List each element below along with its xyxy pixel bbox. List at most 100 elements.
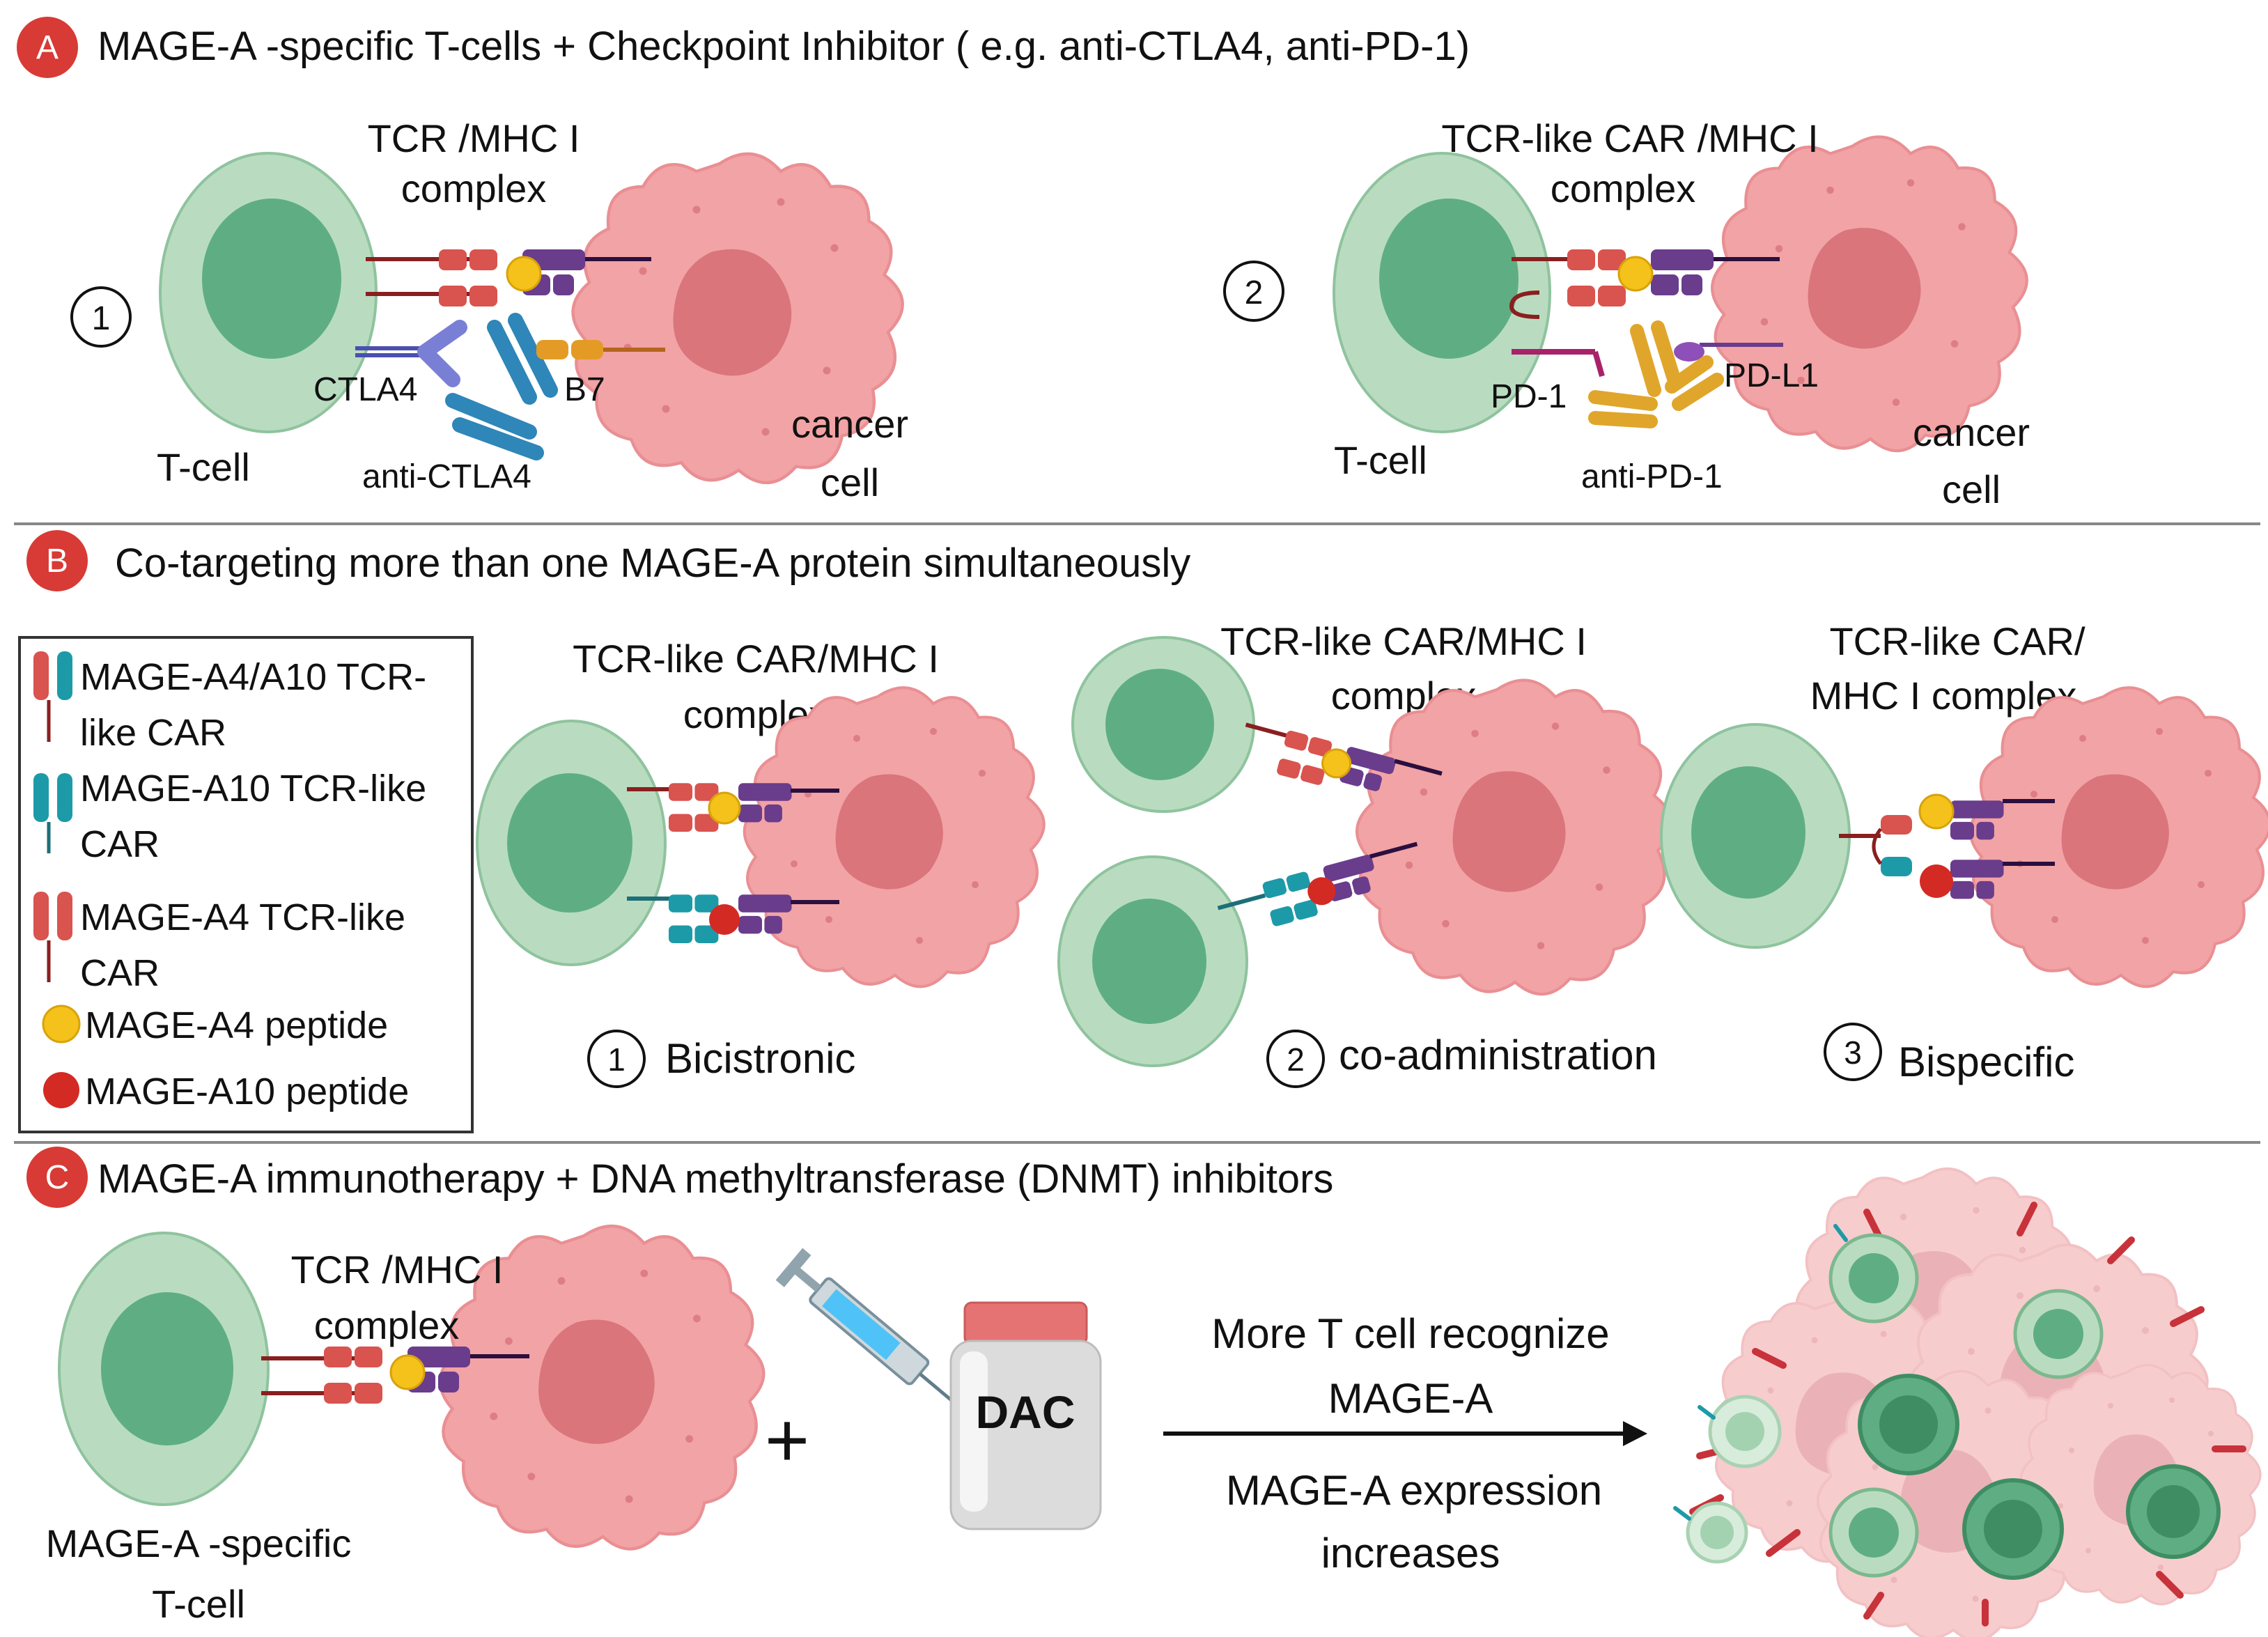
mage-a4-peptide [389,1354,426,1390]
legend-item-line: MAGE-A10 peptide [85,1071,409,1112]
scheme-number: 2 [1287,1041,1305,1078]
b7-ligand [536,340,665,359]
arrow-bottom-line1: MAGE-A expression [1226,1467,1602,1514]
t-cell-nucleus [1691,766,1805,899]
complex-label-line2: complex [401,166,547,210]
anti-pd-1-antibody [1588,320,1724,428]
scheme-label-line1: TCR-like CAR/MHC I [1220,619,1587,663]
scheme-b3-bispecific: TCR-like CAR/ MHC I complex 3 Bispecific [1660,619,2268,1085]
pd-l1-ligand [1674,342,1704,362]
infiltrating-t-cell [1828,1233,1919,1324]
scheme-label-line2: MHC I complex [1810,674,2077,717]
bispecific-car [1872,815,1912,876]
ctla4-label: CTLA4 [313,371,417,408]
cancer-cell [1357,681,1672,995]
b7-label: B7 [564,371,605,408]
t-cell-nucleus [507,773,632,913]
panel-c-title: MAGE-A immunotherapy + DNA methyltransfe… [98,1156,1333,1202]
drug-label: DAC [976,1386,1075,1438]
legend-item-mage-a4-peptide: MAGE-A4 peptide [42,1004,388,1046]
legend-item-mage-a4-a10-car: MAGE-A4/A10 TCR- like CAR [33,651,426,754]
scheme-name: Bicistronic [665,1035,855,1082]
scheme-number: 1 [92,300,111,337]
panel-c-badge [26,1147,88,1208]
mage-a4-peptide [1321,748,1352,779]
panel-b-badge [26,530,88,591]
scheme-number: 1 [607,1041,626,1078]
c-tcell-cancer: TCR /MHC I complex MAGE-A -specific T-ce… [46,1226,764,1626]
mage-a10-peptide [1307,877,1336,906]
scheme-number-circle [70,286,132,348]
car-mage-a10 [669,894,719,943]
complex-label-line2: complex [1551,166,1696,210]
legend-item-mage-a4-car: MAGE-A4 TCR-like CAR [33,892,405,994]
scheme-a2: 2 TCR-like CAR /MHC I complex PD-1 PD-L1 [1223,116,2030,511]
panel-a-title: MAGE-A -specific T-cells + Checkpoint In… [98,24,1470,69]
mage-a4-peptide [506,256,542,292]
legend-item-line: MAGE-A4/A10 TCR- [80,656,426,698]
t-cell-nucleus [202,199,341,359]
anti-pd-1-label: anti-PD-1 [1581,458,1723,495]
infiltrating-t-cell [1708,1395,1782,1468]
dac-bottle: DAC [949,1301,1102,1530]
scheme-name: Bispecific [1898,1039,2074,1085]
legend-item-line: MAGE-A4 TCR-like [80,897,405,938]
ctla4-receptor [417,320,467,387]
infiltrating-t-cell [1828,1487,1919,1578]
cancer-label-line2: cell [1942,467,2001,511]
anti-ctla4-label: anti-CTLA4 [362,458,531,495]
t-cell-nucleus [1105,669,1214,780]
complex-label-line2: complex [314,1303,460,1347]
scheme-b2-co-administration: TCR-like CAR/MHC I complex [1057,619,1672,1088]
legend-item-line: like CAR [80,712,226,754]
panel-b-title: Co-targeting more than one MAGE-A protei… [115,541,1190,586]
scheme-number-circle [1824,1023,1882,1081]
car-mage-a10 [1262,871,1318,926]
scheme-number: 3 [1844,1034,1862,1071]
infiltrating-t-cell [1686,1501,1748,1564]
mage-a4-peptide [1918,793,1955,830]
complex-label-line1: TCR /MHC I [368,116,580,160]
t-cell-nucleus [1379,199,1519,359]
panel-a: A MAGE-A -specific T-cells + Checkpoint … [17,17,2030,511]
legend-item-mage-a10-peptide: MAGE-A10 peptide [43,1071,409,1112]
tcr-like-car [1567,249,1626,307]
cancer-cell [743,686,1046,988]
cancer-label-line1: cancer [791,402,908,446]
t-cell-nucleus [1092,899,1206,1024]
result-arrow [1163,1421,1647,1446]
scheme-label-line1: TCR-like CAR/ [1829,619,2086,663]
mage-a10-peptide [709,904,740,935]
mage-a4-peptide [1617,256,1654,292]
complex-label-line1: TCR-like CAR /MHC I [1441,116,1818,160]
arrow-bottom-line2: increases [1321,1530,1500,1576]
scheme-number-circle [587,1030,646,1088]
tumor-cluster [1673,1167,2262,1637]
mage-a4-peptide [708,791,741,825]
scheme-name: co-administration [1339,1032,1657,1078]
scheme-number: 2 [1245,274,1264,311]
anti-ctla4-antibody [445,313,558,460]
arrow-top-line1: More T cell recognize [1211,1310,1609,1357]
infiltrating-t-cell [1858,1374,1959,1475]
pd-1-label: PD-1 [1491,378,1567,415]
t-cell-label: T-cell [157,445,250,489]
infiltrating-t-cell [2013,1289,2104,1379]
t-cell-nucleus [101,1292,233,1445]
legend-item-line: MAGE-A10 TCR-like [80,768,426,809]
legend-item-line: CAR [80,823,160,865]
cancer-label-line2: cell [821,460,879,504]
panel-b: B Co-targeting more than one MAGE-A prot… [18,530,2268,1133]
infiltrating-t-cell [1962,1478,2064,1580]
legend-item-line: CAR [80,952,160,994]
t-cell-label-line1: MAGE-A -specific [46,1521,352,1565]
panel-c: C MAGE-A immunotherapy + DNA methyltrans… [26,1147,2262,1637]
panel-b-badge-letter: B [46,543,68,580]
pd-l1-label: PD-L1 [1724,357,1819,394]
legend-box [18,636,474,1133]
scheme-b1-bicistronic: TCR-like CAR/MHC I complex 1 Bicistro [476,637,1046,1088]
t-cell-label: T-cell [1334,438,1427,482]
t-cell-label-line2: T-cell [152,1582,245,1626]
legend-item-line: MAGE-A4 peptide [85,1004,388,1046]
panel-c-badge-letter: C [45,1159,70,1196]
